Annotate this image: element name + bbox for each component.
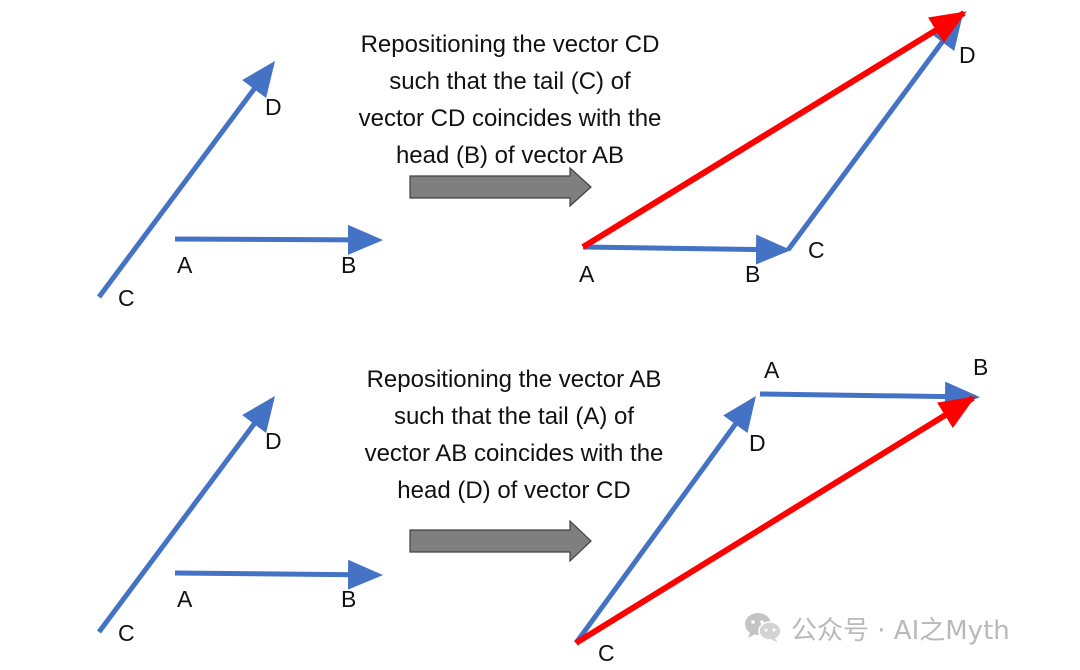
bottom-before-label-c: C	[118, 620, 135, 646]
top-before-label-d: D	[265, 94, 282, 120]
bottom-shift-arrow	[409, 519, 592, 563]
bottom-before-label-a: A	[177, 586, 193, 612]
top-after-label-d: D	[959, 42, 976, 68]
top-after-vector-ab	[582, 234, 791, 265]
top-after-vector-cd	[785, 13, 963, 252]
top-before-group: D A B C	[96, 60, 383, 311]
bottom-after-label-c: C	[598, 640, 615, 666]
bottom-before-vector-cd	[96, 395, 275, 634]
bottom-before-label-d: D	[265, 428, 282, 454]
top-before-label-b: B	[341, 252, 356, 278]
top-after-resultant-ad	[581, 10, 967, 250]
bottom-before-group: D A B C	[96, 395, 383, 646]
bottom-before-vector-ab	[174, 559, 383, 590]
bottom-after-label-a: A	[764, 357, 780, 383]
watermark: 公众号 · AI之Myth	[743, 608, 1010, 648]
bottom-after-label-b: B	[973, 354, 988, 380]
wechat-icon	[745, 613, 782, 643]
bottom-caption: Repositioning the vector AB such that th…	[364, 366, 664, 504]
top-before-label-c: C	[118, 285, 135, 311]
bottom-after-vector-cd	[573, 395, 756, 645]
top-after-label-a: A	[579, 261, 595, 287]
bottom-after-label-d: D	[749, 430, 766, 456]
bottom-before-label-b: B	[341, 586, 356, 612]
bottom-after-resultant-cb	[574, 395, 976, 646]
top-after-label-b: B	[745, 261, 760, 287]
top-before-vector-ab	[174, 224, 383, 255]
top-shift-arrow	[409, 166, 592, 208]
top-before-label-a: A	[177, 252, 193, 278]
bottom-after-vector-ab	[759, 381, 980, 412]
top-caption: Repositioning the vector CD such that th…	[358, 31, 662, 169]
watermark-text: 公众号 · AI之Myth	[791, 615, 1010, 646]
top-before-vector-cd	[96, 60, 275, 299]
top-after-group: D A B C	[579, 10, 976, 287]
bottom-after-group: A B D C	[573, 354, 988, 666]
top-after-label-c: C	[808, 237, 825, 263]
